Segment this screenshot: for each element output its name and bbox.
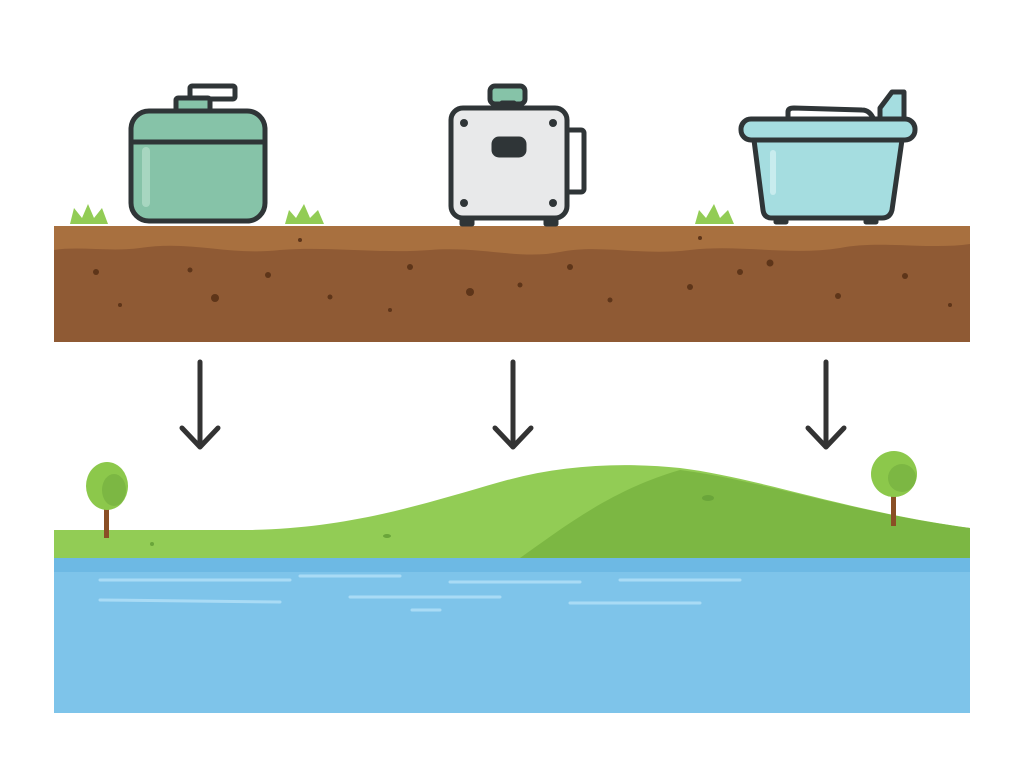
grassland bbox=[54, 465, 970, 558]
arrow-down-icon bbox=[179, 359, 221, 450]
tree-icon bbox=[86, 462, 128, 538]
arrow-down-icon bbox=[492, 359, 534, 450]
grass-tuft-icon bbox=[70, 204, 734, 224]
fuel-tank-icon bbox=[128, 83, 268, 224]
water-body bbox=[54, 558, 970, 713]
generator-icon bbox=[448, 83, 587, 227]
arrow-down-icon bbox=[805, 359, 847, 450]
tree-icon bbox=[871, 451, 917, 526]
soil-layer bbox=[54, 226, 970, 342]
soil-specks bbox=[93, 236, 952, 312]
wash-basin-icon bbox=[738, 89, 918, 225]
